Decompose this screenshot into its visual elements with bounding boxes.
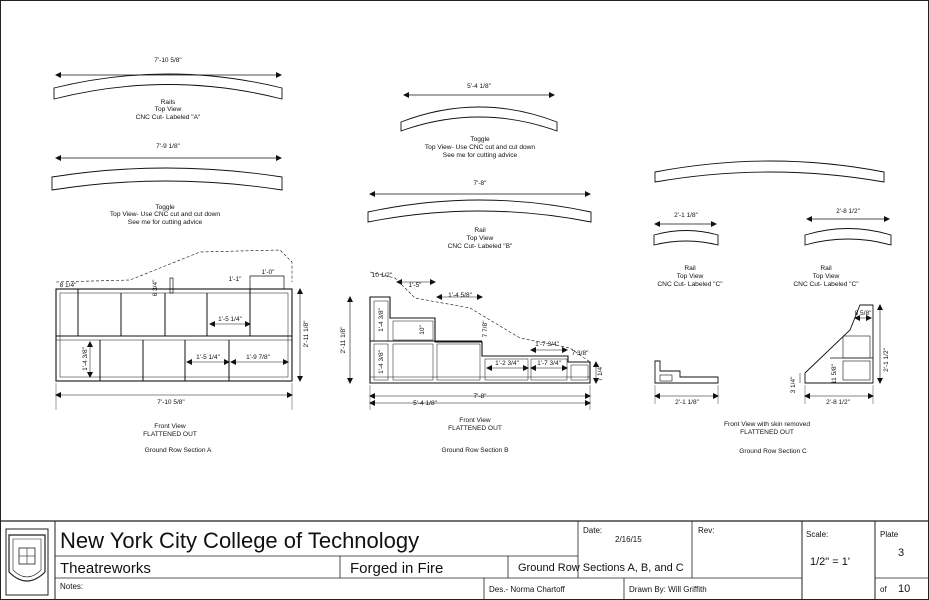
- rail-b-top-view: 7'-8" Rail Top View CNC Cut- Labeled "B": [367, 180, 592, 250]
- section-c-dim-6: 2'-8 1/2": [826, 399, 850, 406]
- rails-a-caption-1: Rails: [161, 99, 176, 106]
- section-b-title: Ground Row Section B: [441, 447, 509, 454]
- toggle-a-dimension: 7'-9 1/8": [156, 143, 180, 150]
- date-label: Date:: [583, 526, 602, 535]
- ground-row-section-a: [55, 249, 303, 410]
- section-a-dim-7: 1'-5 1/4": [196, 354, 220, 361]
- section-c-dim-2: 2'-1 1/2": [883, 347, 890, 371]
- section-b-dim-2: 1'-5": [409, 282, 423, 289]
- section-c-title: Ground Row Section C: [739, 448, 807, 455]
- rail-b-caption-3: CNC Cut- Labeled "B": [448, 243, 513, 250]
- section-b-dim-13: 7 1/4": [597, 364, 604, 381]
- rails-a-caption-3: CNC Cut- Labeled "A": [136, 114, 201, 121]
- rail-c2-caption-2: Top View: [813, 273, 840, 280]
- toggle-b-top-view: 5'-4 1/8" Toggle Top View- Use CNC cut a…: [400, 83, 558, 159]
- rail-c1-top-view: 2'-1 1/8" Rail Top View CNC Cut- Labeled…: [653, 212, 723, 288]
- rail-b-caption-1: Rail: [474, 227, 486, 234]
- section-b-caption-1: Front View: [459, 417, 491, 424]
- of-label: of: [880, 585, 887, 594]
- designer-credit: Des.- Norma Chartoff: [489, 585, 566, 594]
- rails-a-dimension: 7'-10 5/8": [154, 57, 182, 64]
- section-b-dim-6: 7 7/8": [482, 320, 489, 337]
- rail-c-arc: [654, 160, 885, 183]
- section-a-caption-1: Front View: [154, 423, 186, 430]
- rail-c1-dimension: 2'-1 1/8": [674, 212, 698, 219]
- section-c-dimensions: 8 5/8" 2'-1 1/2" 3 1/4" 11 5/8" 2'-1 1/8…: [675, 310, 890, 455]
- section-c-dim-1: 8 5/8": [855, 310, 872, 317]
- institution-name: New York City College of Technology: [60, 528, 419, 553]
- section-b-dim-15: 7'-8": [474, 393, 488, 400]
- section-b-dimensions: 10 1/2" 1'-5" 1'-4 5/8" 1'-4 3/8" 10" 7 …: [340, 272, 604, 454]
- rail-b-dimension: 7'-8": [474, 180, 488, 187]
- section-c-dim-3: 3 1/4": [790, 376, 797, 393]
- rail-c2-top-view: 2'-8 1/2" Rail Top View CNC Cut- Labeled…: [793, 208, 892, 288]
- section-a-title: Ground Row Section A: [145, 447, 212, 454]
- section-b-dim-10: 1'-2 3/4": [495, 360, 519, 367]
- toggle-b-caption-3: See me for cutting advice: [443, 152, 518, 159]
- rail-c1-caption-1: Rail: [684, 265, 696, 272]
- section-c-dim-5: 2'-1 1/8": [675, 399, 699, 406]
- section-a-dim-1: 8 1/4": [60, 282, 77, 289]
- section-a-dim-5: 1'-5 1/4": [218, 316, 242, 323]
- rails-a-top-view: 7'-10 5/8" Rails Top View CNC Cut- Label…: [53, 57, 283, 121]
- section-a-dim-3: 1'-1": [229, 276, 243, 283]
- date-value: 2/16/15: [615, 535, 642, 544]
- section-b-caption-2: FLATTENED OUT: [448, 425, 502, 432]
- section-b-dim-14: 5'-4 1/8": [413, 400, 437, 407]
- section-a-dimensions: 8 1/4" 6 3/4" 1'-1" 1'-0" 1'-5 1/4" 1'-4…: [60, 269, 310, 454]
- toggle-a-top-view: 7'-9 1/8" Toggle Top View- Use CNC cut a…: [51, 143, 283, 226]
- rails-a-caption-2: Top View: [155, 106, 182, 113]
- toggle-a-caption-1: Toggle: [155, 204, 175, 211]
- section-b-dim-1: 10 1/2": [372, 272, 393, 279]
- section-a-dim-4: 1'-0": [262, 269, 276, 276]
- plate-number: 3: [898, 547, 904, 559]
- drafter-credit: Drawn By: Will Griffith: [629, 585, 707, 594]
- section-b-dim-3: 1'-4 5/8": [448, 292, 472, 299]
- toggle-a-caption-2: Top View- Use CNC cut and cut down: [110, 211, 221, 218]
- rail-c2-caption-1: Rail: [820, 265, 832, 272]
- rail-c1-caption-2: Top View: [677, 273, 704, 280]
- sheet-title: Ground Row Sections A, B, and C: [518, 562, 684, 574]
- toggle-a-caption-3: See me for cutting advice: [128, 219, 203, 226]
- title-block: [0, 520, 929, 600]
- section-a-dim-8: 1'-9 7/8": [246, 354, 270, 361]
- rail-b-caption-2: Top View: [467, 235, 494, 242]
- section-b-dim-7: 1'-7 3/4": [535, 341, 559, 348]
- section-c-dim-4: 11 5/8": [831, 363, 838, 384]
- scale-label: Scale:: [806, 530, 828, 539]
- production-name: Forged in Fire: [350, 560, 443, 577]
- rev-label: Rev:: [698, 526, 714, 535]
- toggle-b-caption-2: Top View- Use CNC cut and cut down: [425, 144, 536, 151]
- section-a-dim-6: 1'-4 3/8": [82, 346, 89, 370]
- scale-value: 1/2" = 1': [810, 556, 850, 568]
- rail-c2-caption-3: CNC Cut- Labeled "C": [793, 281, 859, 288]
- section-b-dim-12: 7 3/8": [572, 350, 589, 357]
- section-a-dim-2: 6 3/4": [152, 279, 159, 296]
- plate-label: Plate: [880, 530, 899, 539]
- ground-row-section-b: [347, 271, 599, 410]
- notes-label: Notes:: [60, 582, 83, 591]
- section-a-dim-9: 2'-11 1/8": [303, 320, 310, 348]
- toggle-b-caption-1: Toggle: [470, 136, 490, 143]
- section-c-caption-2: FLATTENED OUT: [740, 429, 794, 436]
- section-b-dim-5: 10": [419, 325, 426, 335]
- section-b-dim-4: 1'-4 3/8": [378, 307, 385, 331]
- plate-total: 10: [898, 583, 910, 595]
- rail-c1-caption-3: CNC Cut- Labeled "C": [657, 281, 723, 288]
- section-c-caption-1: Front View with skin removed: [724, 421, 810, 428]
- rail-c2-dimension: 2'-8 1/2": [836, 208, 860, 215]
- section-a-dim-10: 7'-10 5/8": [157, 399, 185, 406]
- department-name: Theatreworks: [60, 560, 151, 577]
- college-seal-logo: [5, 528, 49, 596]
- section-a-caption-2: FLATTENED OUT: [143, 431, 197, 438]
- ground-row-section-c: [654, 304, 883, 404]
- toggle-b-dimension: 5'-4 1/8": [467, 83, 491, 90]
- section-b-dim-9: 1'-4 3/8": [378, 349, 385, 373]
- section-b-dim-11: 1'-7 3/4": [537, 360, 561, 367]
- section-b-dim-8: 2'-11 1/8": [340, 326, 347, 354]
